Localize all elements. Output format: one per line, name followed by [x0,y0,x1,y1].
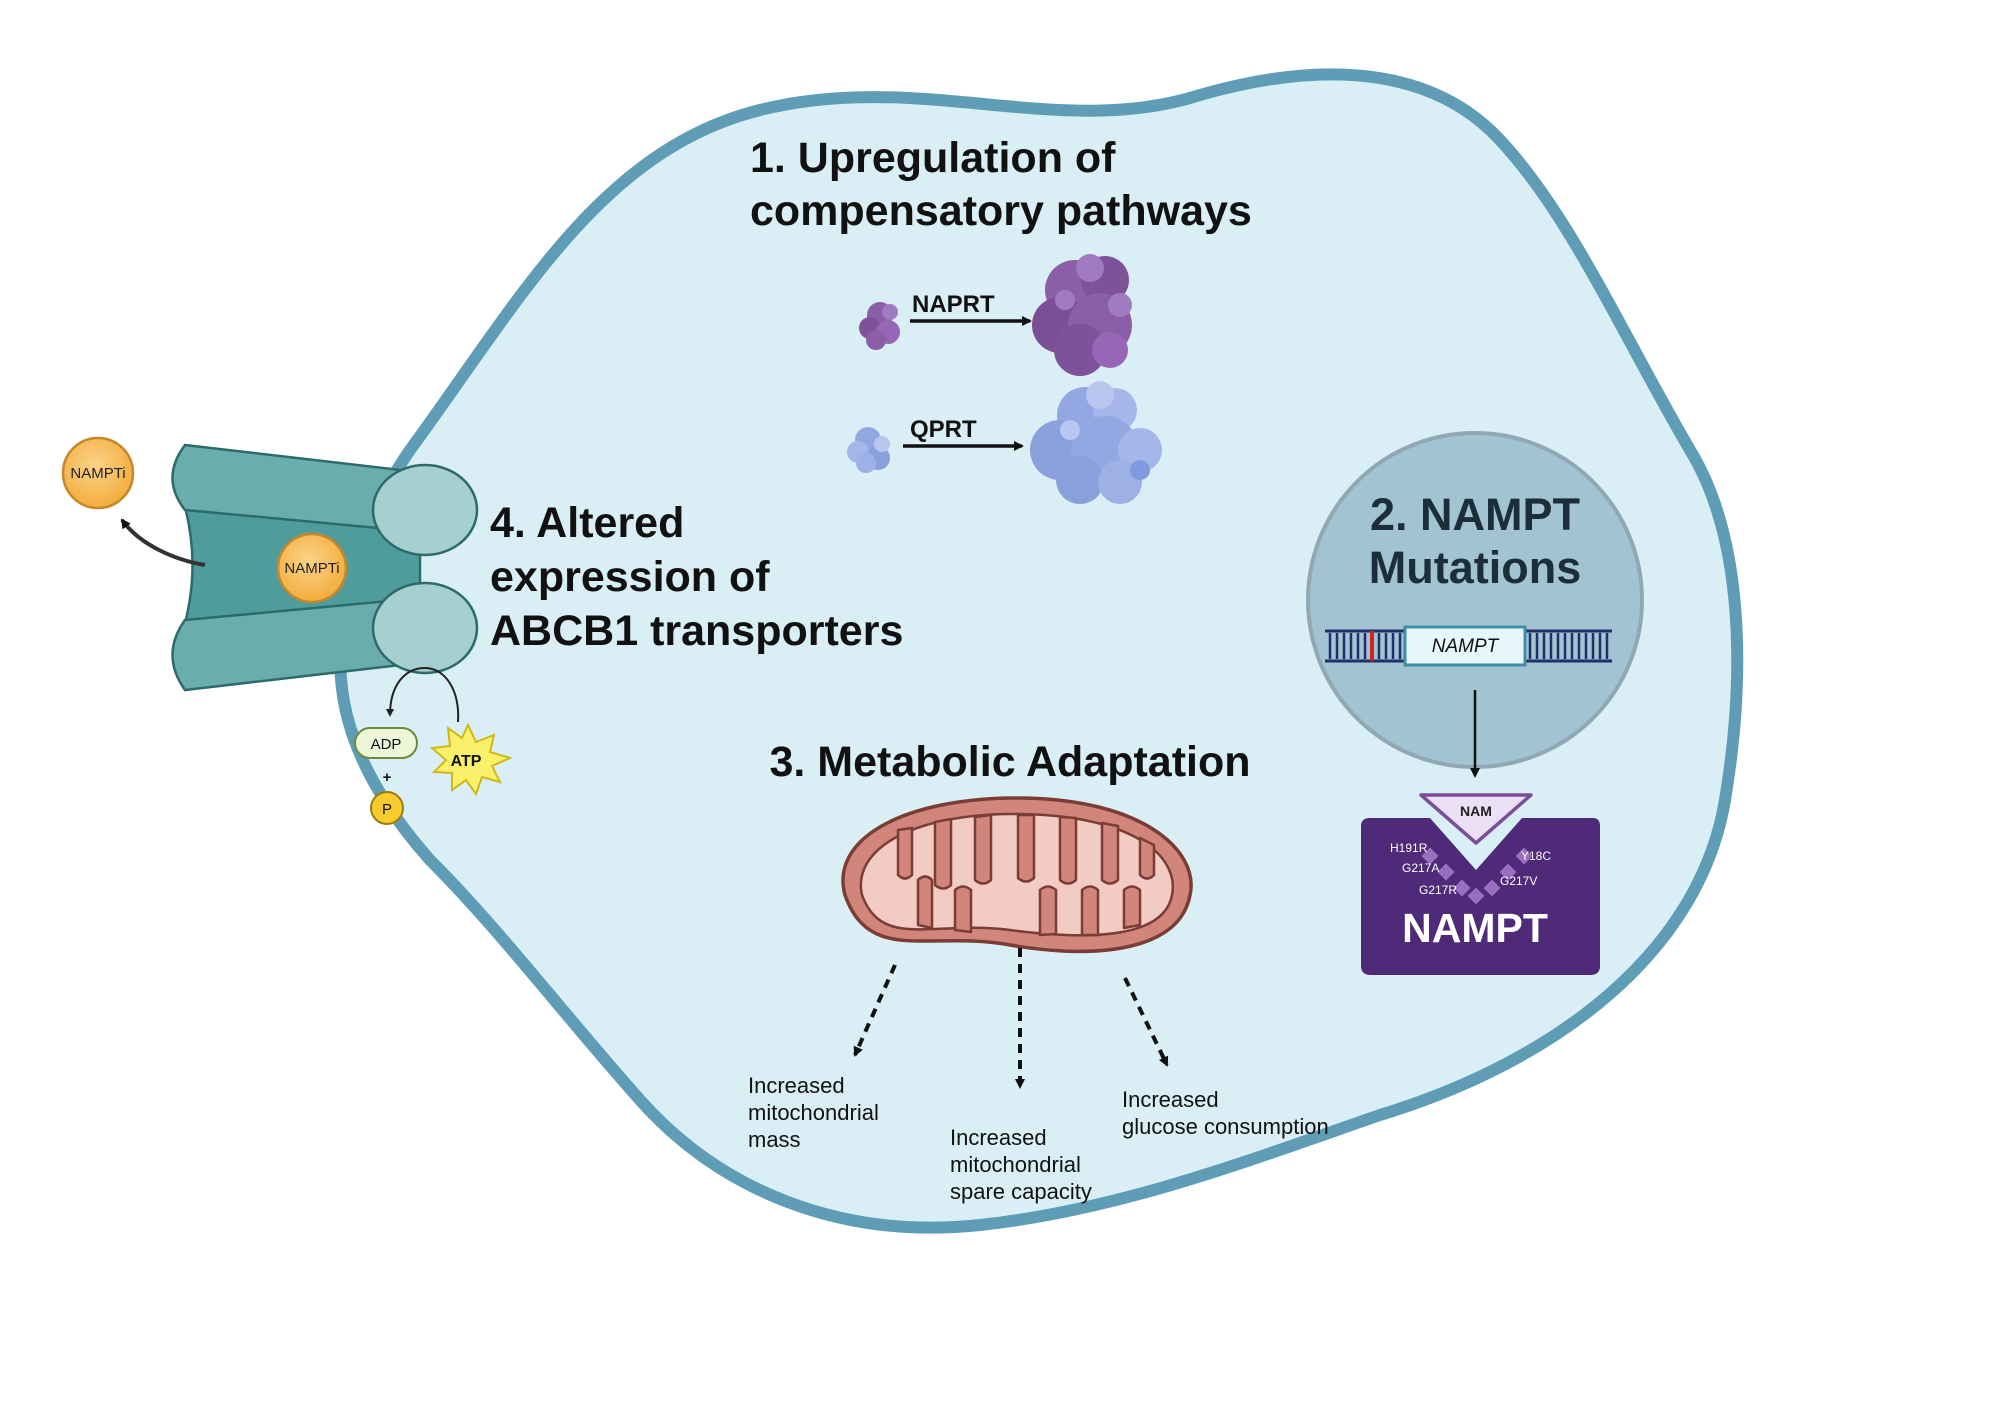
nam-substrate-icon: NAM [1419,793,1533,845]
outcome-arrow-mass [853,964,897,1057]
nbd-lower [371,581,479,675]
transporter-title-line-3: ABCB1 transporters [490,607,903,655]
nampt-protein-label: NAMPT [1402,905,1548,951]
dna-strand-icon: NAMPT [1325,625,1612,667]
qprt-large-protein-icon [1030,381,1162,504]
qprt-small-protein-icon [847,427,890,473]
naprt-large-protein-icon [1032,254,1132,376]
mutation-site-label: G217A [1402,861,1439,875]
atp-label: ATP [451,753,482,770]
nampt-protein: H191R G217A G217R Y18C G217V NAMPT [1361,818,1600,975]
abcb1-lower-subunit [171,598,402,692]
transporter-title-line-1: 4. Altered [490,499,684,547]
compensatory-section: 1. Upregulation of compensatory pathways… [750,134,1252,504]
mutations-title-line-1: 2. NAMPT [1370,489,1580,540]
mutation-site-label: G217R [1419,883,1457,897]
outcome-spare-capacity: Increased mitochondrial spare capacity [950,1125,1092,1204]
compensatory-title-line-2: compensatory pathways [750,187,1252,235]
nampti-outside-label: NAMPTi [70,465,125,482]
mutation-site-label: H191R [1390,841,1428,855]
mitochondrion-icon [841,796,1193,953]
adp-label: ADP [371,736,402,753]
mutation-site-label: G217V [1500,874,1537,888]
abcb1-upper-subunit [171,443,402,532]
mutations-section: 2. NAMPT Mutations NAMPT [1306,431,1644,975]
atp-cycle-arrow [386,666,460,723]
gene-label: NAMPT [1432,636,1500,657]
outcome-glucose-consumption: Increased glucose consumption [1122,1087,1329,1139]
atp-burst-icon [429,722,513,797]
plus-sign: + [383,769,392,786]
adp-pill [354,727,418,759]
nbd-upper [371,463,479,557]
nampti-inside-label: NAMPTi [284,560,339,577]
transporter-section: NAMPTi NAMPTi ADP ATP + P 4. Altered exp… [61,436,903,825]
nampti-drug-outside [61,436,135,510]
compensatory-title-line-1: 1. Upregulation of [750,134,1116,182]
nam-label: NAM [1460,803,1492,819]
efflux-arrow [120,518,206,567]
outcome-mitochondrial-mass: Increased mitochondrial mass [748,1073,885,1152]
metabolic-section: 3. Metabolic Adaptation [748,738,1329,1204]
phosphate-icon [370,791,404,825]
mutation-site-label: Y18C [1521,849,1551,863]
qprt-label: QPRT [910,416,977,443]
naprt-label: NAPRT [912,291,995,318]
naprt-small-protein-icon [859,302,900,350]
outcome-arrow-glucose [1123,977,1169,1067]
phosphate-label: P [382,801,392,818]
transporter-title-line-2: expression of [490,553,770,601]
nampti-drug-inside [276,532,348,604]
gene-box [1403,625,1527,667]
metabolic-title: 3. Metabolic Adaptation [770,738,1251,786]
mutations-title-line-2: Mutations [1369,542,1581,593]
